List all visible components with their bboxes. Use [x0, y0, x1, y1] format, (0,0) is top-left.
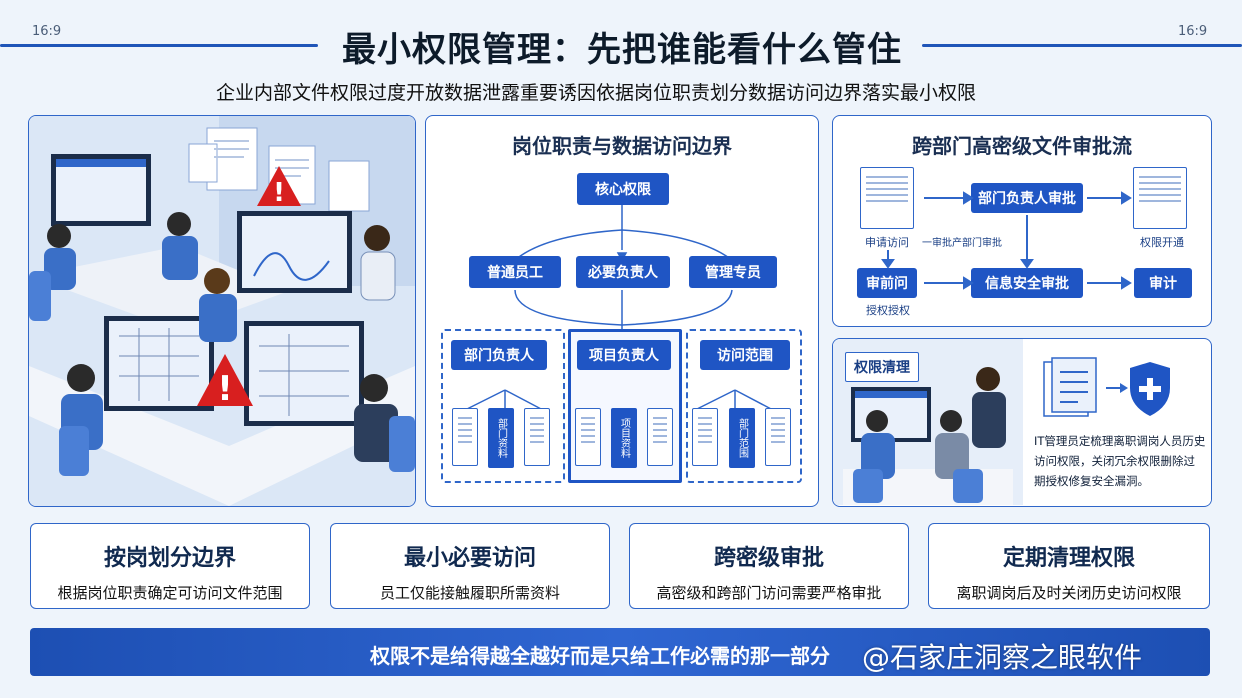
aspect-ratio-left: 16:9: [32, 24, 62, 39]
role-access-title: 岗位职责与数据访问边界: [512, 134, 732, 158]
node-role-1: 必要负责人: [576, 256, 670, 288]
header-rule-left: [0, 44, 318, 47]
doc-icon: [575, 408, 601, 466]
doc-icon: [452, 408, 478, 466]
group-label-2: 访问范围: [700, 340, 790, 370]
svg-text:!: !: [217, 369, 233, 409]
summary-banner-text: 权限不是给得越全越好而是只给工作必需的那一部分: [370, 644, 830, 668]
doc-icon: [692, 408, 718, 466]
aspect-ratio-right: 16:9: [1178, 24, 1208, 39]
group-access-scope: [686, 329, 802, 483]
node-apply: 审前问: [857, 268, 917, 298]
principle-card-0: 按岗划分边界 根据岗位职责确定可访问文件范围: [30, 523, 310, 609]
card-title: 定期清理权限: [1002, 546, 1135, 571]
cleanup-icons: [1043, 357, 1170, 417]
principle-card-1: 最小必要访问 员工仅能接触履职所需资料: [330, 523, 610, 609]
caption-mid: 一审批产部门审批: [922, 238, 1002, 249]
granted-document-icon: [1133, 167, 1187, 229]
node-role-2: 管理专员: [689, 256, 777, 288]
page-title: 最小权限管理：先把谁能看什么管住: [342, 30, 902, 70]
cleanup-description: IT管理员定梳理离职调岗人员历史访问权限，关闭冗余权限删除过期授权修复安全漏洞。: [1034, 434, 1206, 488]
approval-flow-arrows: [881, 191, 1132, 290]
summary-banner: [30, 628, 1210, 676]
principle-card-3: 定期清理权限 离职调岗后及时关闭历史访问权限: [928, 523, 1210, 609]
caption-open: 权限开通: [1140, 236, 1184, 249]
group-department-head: [441, 329, 565, 483]
doc-icon: [524, 408, 550, 466]
svg-text:!: !: [273, 178, 285, 208]
card-title: 最小必要访问: [403, 546, 536, 571]
card-desc: 高密级和跨部门访问需要严格审批: [656, 584, 882, 602]
group-doc-1: 项目资料: [611, 408, 637, 468]
cleanup-tag: 权限清理: [845, 352, 919, 382]
caption-grant: 授权授权: [866, 304, 910, 317]
card-desc: 离职调岗后及时关闭历史访问权限: [956, 584, 1182, 602]
group-doc-2: 部门范围: [729, 408, 755, 468]
node-audit: 审计: [1134, 268, 1192, 298]
watermark-text: @石家庄洞察之眼软件: [862, 641, 1143, 674]
card-title: 按岗划分边界: [103, 546, 236, 571]
office-illustration: ! !: [28, 115, 416, 507]
card-title: 跨密级审批: [713, 546, 824, 571]
principle-card-2: 跨密级审批 高密级和跨部门访问需要严格审批: [629, 523, 909, 609]
request-document-icon: [860, 167, 914, 229]
group-label-1: 项目负责人: [577, 340, 671, 370]
doc-icon: [765, 408, 791, 466]
approval-flow-title: 跨部门高密级文件审批流: [912, 134, 1132, 158]
node-core-permission: 核心权限: [577, 173, 669, 205]
header-rule-right: [922, 44, 1242, 47]
card-desc: 员工仅能接触履职所需资料: [379, 584, 560, 602]
node-role-0: 普通员工: [469, 256, 561, 288]
group-doc-0: 部门资料: [488, 408, 514, 468]
group-label-0: 部门负责人: [451, 340, 547, 370]
caption-request: 申请访问: [865, 236, 909, 249]
node-dept-head-approval: 部门负责人审批: [971, 183, 1083, 213]
card-desc: 根据岗位职责确定可访问文件范围: [57, 584, 283, 602]
page-subtitle: 企业内部文件权限过度开放数据泄露重要诱因依据岗位职责划分数据访问边界落实最小权限: [216, 82, 977, 104]
doc-icon: [647, 408, 673, 466]
cleanup-illustration: [833, 339, 1023, 505]
node-security-approval: 信息安全审批: [971, 268, 1083, 298]
